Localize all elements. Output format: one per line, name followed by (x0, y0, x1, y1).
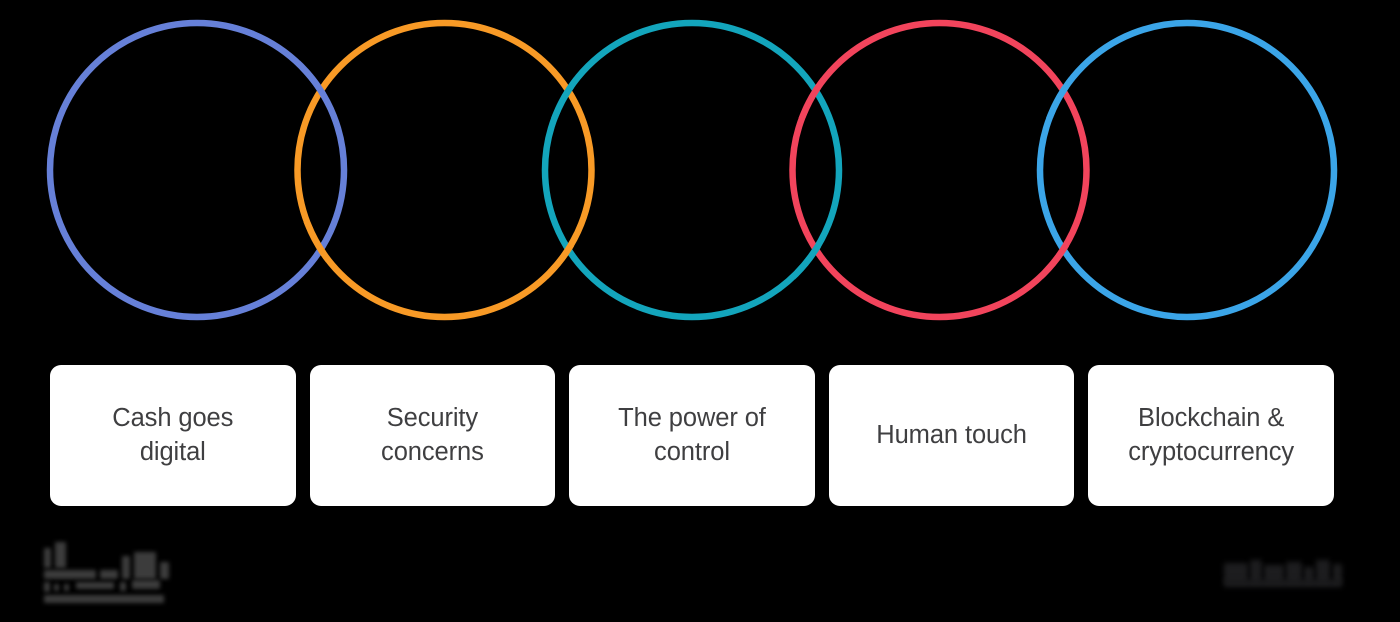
chain-ring-4 (789, 19, 1090, 321)
card-label: Human touch (876, 420, 1027, 449)
label-card-human-touch[interactable]: Human touch (828, 365, 1075, 506)
chain-ring-2 (294, 19, 595, 321)
label-card-the-power-of-control[interactable]: The power of control (569, 365, 815, 506)
card-label: Security concerns (381, 403, 484, 466)
watermark-artifact-left (44, 538, 204, 606)
card-label: The power of control (618, 403, 766, 466)
label-card-blockchain-cryptocurrency[interactable]: Blockchain & cryptocurrency (1088, 365, 1334, 506)
card-label: Cash goes digital (112, 403, 234, 466)
label-card-row: Cash goes digital Security concerns The … (50, 365, 1334, 506)
watermark-artifact-right (1222, 558, 1362, 587)
label-card-cash-goes-digital[interactable]: Cash goes digital (50, 365, 296, 506)
chain-link-diagram (46, 19, 1338, 321)
label-card-security-concerns[interactable]: Security concerns (309, 365, 556, 506)
chain-ring-5 (1036, 19, 1338, 321)
chain-svg (46, 19, 1338, 321)
chain-ring-1 (46, 19, 348, 321)
card-label: Blockchain & cryptocurrency (1128, 403, 1295, 466)
chain-ring-3 (541, 19, 843, 321)
